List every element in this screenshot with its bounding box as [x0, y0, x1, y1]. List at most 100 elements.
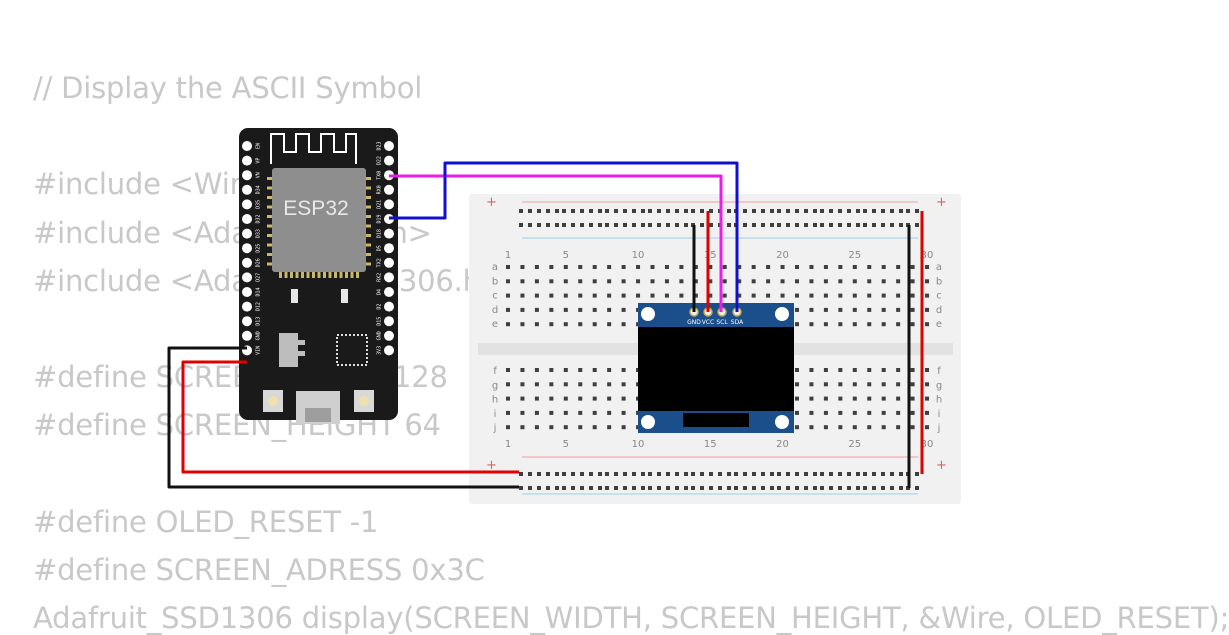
- usb-port-inner: [305, 408, 331, 422]
- usb-serial-chip: [336, 334, 368, 366]
- column-number: 25: [848, 250, 861, 261]
- esp32-pin-right[interactable]: [384, 199, 394, 210]
- mount-hole: [775, 415, 789, 429]
- row-letter: j: [937, 423, 941, 434]
- oled-pin-label: SDA: [731, 319, 744, 326]
- esp32-pin-right[interactable]: [384, 155, 394, 166]
- esp32-board[interactable]: ESP32 ENVPVND34D35D32D33D25D26D27D14D12D…: [239, 128, 398, 424]
- wire-esp32-vin[interactable]: [181, 360, 519, 474]
- esp32-pin-left[interactable]: [242, 155, 252, 166]
- module-pads: [267, 177, 371, 278]
- wire-sda[interactable]: [389, 161, 739, 312]
- module-pad: [365, 196, 371, 199]
- esp32-pin-left[interactable]: [242, 228, 252, 239]
- module-pad: [317, 272, 321, 278]
- esp32-pin-left[interactable]: [242, 184, 252, 195]
- smd-part-left: [291, 289, 298, 303]
- module-pad: [295, 272, 299, 278]
- esp32-pin-right[interactable]: [384, 257, 394, 268]
- module-pad: [267, 186, 273, 190]
- regulator-pin: [298, 351, 305, 356]
- wire-esp32-gnd[interactable]: [167, 346, 519, 489]
- esp32-pin-right[interactable]: [384, 141, 394, 151]
- column-number: 1: [505, 250, 511, 261]
- esp32-pin-left[interactable]: [242, 141, 252, 151]
- oled-pin-label: GND: [687, 319, 701, 326]
- esp32-pin-label: D32: [256, 214, 262, 223]
- rail-plus-bottom-right: +: [936, 458, 947, 473]
- module-pad: [365, 262, 371, 266]
- mount-hole: [641, 415, 655, 429]
- esp32-pin-label: D33: [256, 229, 262, 238]
- row-letter: f: [937, 366, 941, 377]
- row-letter: b: [492, 276, 498, 287]
- esp32-pin-left[interactable]: [242, 287, 252, 297]
- esp32-pin-right[interactable]: [384, 228, 394, 239]
- module-pad: [365, 253, 371, 256]
- column-number: 5: [563, 250, 569, 261]
- esp32-pin-label: D22: [377, 156, 383, 165]
- module-pad: [334, 272, 337, 278]
- esp32-pin-label: D21: [377, 200, 383, 209]
- column-number: 25: [848, 439, 861, 450]
- column-number: 5: [563, 439, 569, 450]
- esp32-pin-right[interactable]: [384, 316, 394, 327]
- esp32-pin-label: D25: [256, 244, 262, 253]
- wires: [167, 161, 924, 489]
- module-pad: [365, 205, 371, 209]
- mount-hole: [641, 307, 655, 321]
- module-pad: [365, 186, 371, 190]
- code-line: Adafruit_SSD1306 display(SCREEN_WIDTH, S…: [33, 601, 1229, 635]
- wire-scl[interactable]: [389, 174, 723, 312]
- oled-ribbon: [683, 413, 749, 427]
- esp32-pin-left[interactable]: [242, 330, 252, 341]
- esp32-pin-right[interactable]: [384, 287, 394, 297]
- esp32-pin-left[interactable]: [242, 316, 252, 327]
- row-letter: c: [936, 291, 942, 302]
- module-pad: [267, 243, 273, 247]
- module-pad: [267, 224, 273, 228]
- column-number: 15: [704, 439, 717, 450]
- esp32-pin-left[interactable]: [242, 214, 252, 224]
- esp32-pin-right[interactable]: [384, 272, 394, 283]
- esp32-chip-label: ESP32: [283, 197, 348, 220]
- esp32-pin-label: GND: [256, 331, 262, 340]
- column-number: 30: [921, 439, 934, 450]
- esp32-pin-label: D5: [377, 245, 383, 251]
- esp32-pin-left[interactable]: [242, 301, 252, 312]
- esp32-pin-right[interactable]: [384, 243, 394, 254]
- row-letter: f: [493, 366, 497, 377]
- esp32-pin-right[interactable]: [384, 301, 394, 312]
- esp32-pin-left[interactable]: [242, 272, 252, 283]
- esp32-pin-left[interactable]: [242, 257, 252, 268]
- esp32-pin-label: D23: [377, 141, 383, 150]
- esp32-pin-label: D19: [377, 214, 383, 223]
- esp32-pin-label: GND: [377, 331, 383, 340]
- module-pad: [356, 272, 359, 278]
- esp32-pin-right[interactable]: [384, 345, 394, 356]
- row-letter: g: [936, 380, 942, 391]
- esp32-pin-left[interactable]: [242, 199, 252, 210]
- esp32-pin-right[interactable]: [384, 330, 394, 341]
- esp32-pin-label: D2: [377, 304, 383, 310]
- column-number: 15: [704, 250, 717, 261]
- esp32-pin-right[interactable]: [384, 184, 394, 195]
- module-pad: [323, 272, 326, 278]
- row-letter: b: [936, 276, 942, 287]
- module-pad: [328, 272, 332, 278]
- esp32-pin-left[interactable]: [242, 170, 252, 181]
- oled-pin-label: VCC: [702, 319, 714, 326]
- esp32-pin-label: VN: [256, 172, 262, 178]
- esp32-pin-label: EN: [256, 143, 262, 149]
- module-pad: [267, 196, 273, 199]
- oled-pin-label: SCL: [716, 319, 728, 326]
- esp32-pin-label: RX2: [377, 273, 383, 282]
- esp32-pin-label: VIN: [256, 346, 262, 355]
- esp32-pin-left[interactable]: [242, 243, 252, 254]
- module-pad: [290, 272, 293, 278]
- column-number: 20: [776, 439, 789, 450]
- esp32-pin-label: D15: [377, 317, 383, 326]
- regulator-pin: [298, 340, 305, 345]
